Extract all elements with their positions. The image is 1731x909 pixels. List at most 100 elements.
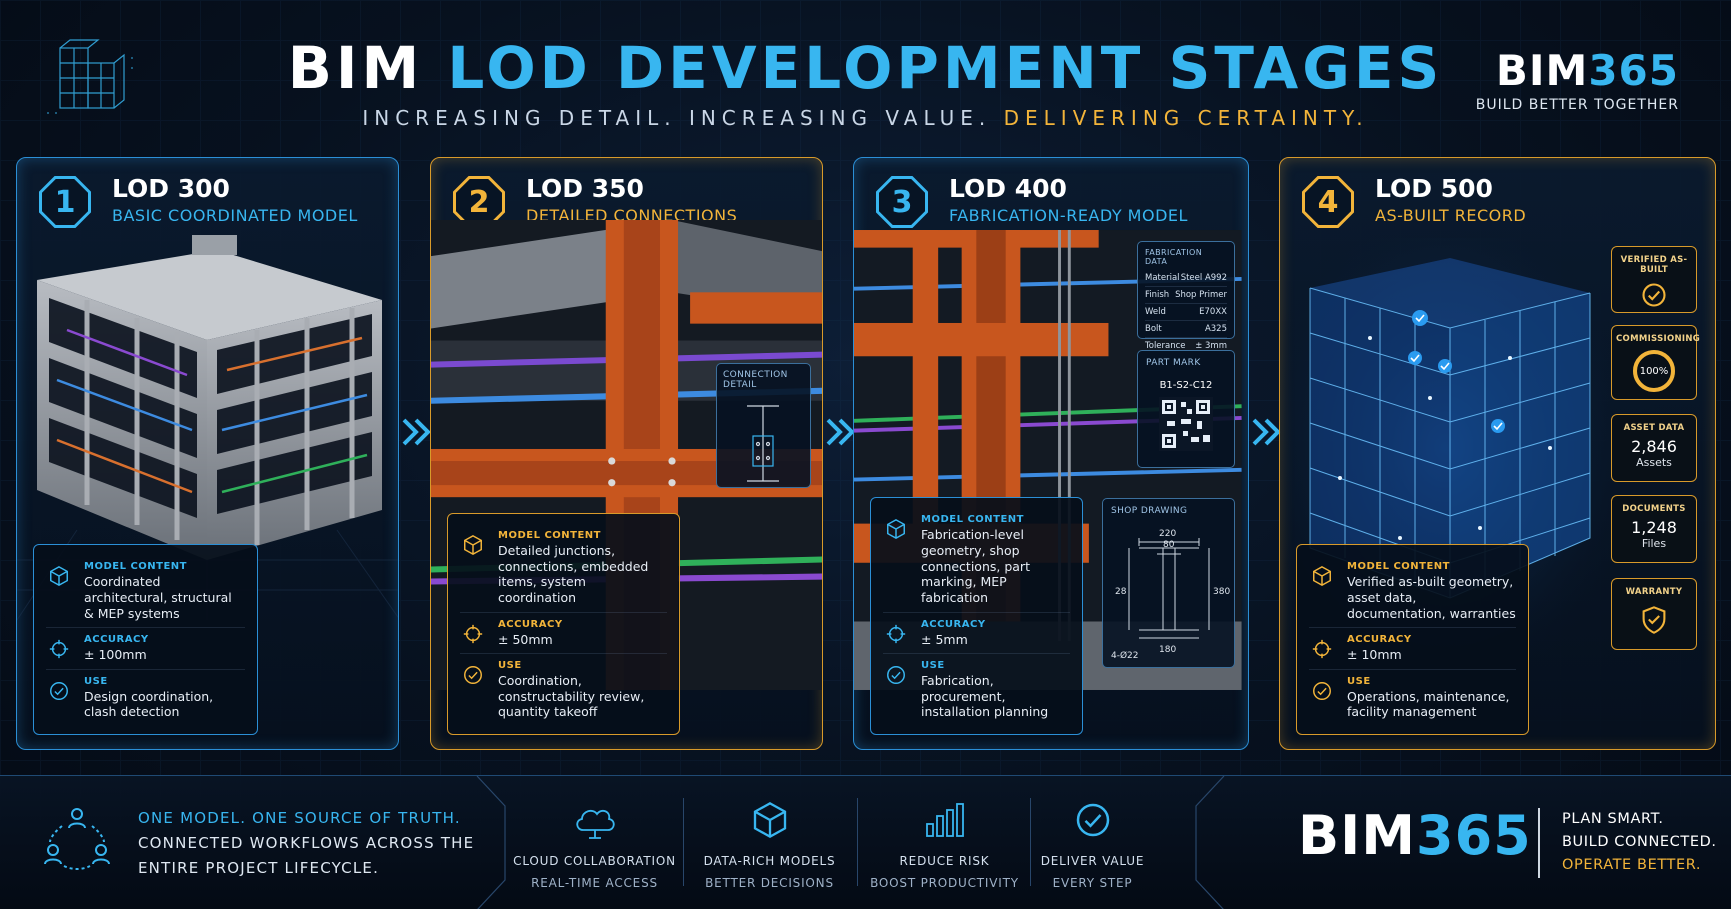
use-label: USE (1347, 675, 1371, 687)
part-mark-panel: PART MARK B1-S2-C12 (1137, 350, 1235, 468)
bottom-line1: ONE MODEL. ONE SOURCE OF TRUTH. (138, 809, 461, 827)
stage-number-badge: 2 (453, 176, 505, 228)
page-subtitle: INCREASING DETAIL. INCREASING VALUE. DEL… (0, 106, 1731, 130)
title-rest: LOD DEVELOPMENT STAGES (447, 34, 1444, 102)
i-beam-drawing-icon (1128, 538, 1210, 639)
bracket-divider (1195, 776, 1225, 909)
dim-top: 220 (1159, 529, 1177, 539)
connection-detail-panel: CONNECTION DETAIL (716, 363, 811, 488)
content-label: MODEL CONTENT (498, 530, 601, 541)
feature-subtitle: EVERY STEP (1052, 876, 1133, 890)
feature-title: CLOUD COLLABORATION (513, 854, 676, 868)
check-circle-icon (1642, 283, 1666, 307)
use-label: USE (498, 660, 522, 672)
verified-pin-icon (1408, 310, 1505, 433)
slogan-line3: OPERATE BETTER. (1562, 857, 1702, 873)
use-value: Operations, maintenance, facility manage… (1347, 688, 1510, 720)
brand-a: BIM (1495, 46, 1589, 95)
cube-icon (50, 566, 68, 587)
feature-subtitle: BETTER DECISIONS (705, 876, 834, 890)
shield-check-icon (1642, 606, 1666, 634)
feature-title: DATA-RICH MODELS (703, 854, 836, 868)
asset-unit: Assets (1636, 456, 1672, 469)
use-value: Design coordination, clash detection (84, 688, 214, 720)
slogan-line1: PLAN SMART. (1562, 811, 1664, 827)
accuracy-value: ± 10mm (1347, 647, 1402, 663)
check-circle-icon (887, 666, 905, 685)
cloud-icon (575, 809, 615, 839)
brand-logo-top: BIM365 BUILD BETTER TOGETHER (1476, 46, 1679, 113)
chevron-right-icon (402, 418, 431, 446)
i-beam-detail-icon (747, 405, 779, 482)
brand-b: 365 (1588, 46, 1679, 95)
commissioning-value: 100% (1639, 365, 1669, 377)
stage-lod: LOD 300 (112, 174, 230, 203)
dim-note: 4-Ø22 (1111, 651, 1139, 661)
connection-detail-label: CONNECTION DETAIL (723, 370, 788, 390)
stage-card-lod350[interactable]: 2 LOD 350 DETAILED CONNECTIONS CONNECTIO… (430, 157, 823, 750)
fab-title: FABRICATION DATA (1145, 248, 1203, 266)
content-value: Verified as-built geometry, asset data, … (1347, 574, 1516, 621)
subtitle-gold: DELIVERING CERTAINTY. (1003, 106, 1369, 130)
stage-name: AS-BUILT RECORD (1375, 206, 1527, 225)
content-value: Coordinated architectural, structural & … (84, 574, 232, 621)
asset-label: ASSET DATA (1623, 423, 1685, 433)
content-label: MODEL CONTENT (1347, 561, 1450, 573)
stage-card-lod500[interactable]: 4 LOD 500 AS-BUILT RECORD VERIFIED AS-BU… (1279, 157, 1716, 750)
subtitle-main: INCREASING DETAIL. INCREASING VALUE. (362, 106, 992, 130)
dim-right: 380 (1213, 587, 1231, 597)
brand-tagline: BUILD BETTER TOGETHER (1475, 97, 1679, 113)
brand-logo-bottom: BIM365 (1298, 804, 1532, 867)
dim-bottom: 180 (1159, 645, 1177, 655)
accuracy-value: ± 50mm (498, 631, 553, 647)
commissioning-box: COMMISSIONING 100% (1611, 325, 1701, 400)
brand-b: 365 (1416, 804, 1532, 867)
accuracy-label: ACCURACY (921, 618, 986, 630)
use-label: USE (84, 675, 108, 687)
feature-subtitle: REAL-TIME ACCESS (531, 876, 658, 890)
stage-number-badge: 3 (876, 176, 928, 228)
documents-unit: Files (1641, 537, 1667, 550)
divider (1538, 808, 1540, 878)
content-label: MODEL CONTENT (84, 561, 187, 573)
feature-deliver-value: DELIVER VALUE EVERY STEP (1010, 800, 1175, 890)
use-value: Fabrication, procurement, installation p… (921, 673, 1049, 720)
accuracy-label: ACCURACY (498, 618, 563, 630)
feature-cloud-collaboration: CLOUD COLLABORATION REAL-TIME ACCESS (512, 800, 677, 890)
cube-icon (1313, 566, 1331, 587)
bar-chart-icon (925, 803, 964, 837)
bottom-line3: ENTIRE PROJECT LIFECYCLE. (138, 859, 380, 877)
documents-box: DOCUMENTS 1,248 Files (1611, 495, 1697, 563)
stage-card-lod300[interactable]: 1 LOD 300 BASIC COORDINATED MODEL (16, 157, 399, 750)
stage-name: BASIC COORDINATED MODEL (112, 206, 358, 225)
slogan: PLAN SMART. BUILD CONNECTED. OPERATE BET… (1562, 808, 1717, 877)
stage-card-lod400[interactable]: 3 LOD 400 FABRICATION-READY MODEL FABRIC… (853, 157, 1249, 750)
crosshair-icon (886, 624, 906, 643)
content-value: Fabrication-level geometry, shop connect… (921, 527, 1030, 605)
dim-left: 28 (1115, 587, 1127, 597)
crosshair-icon (1312, 639, 1332, 659)
warranty-label: WARRANTY (1625, 587, 1683, 597)
content-value: Detailed junctions, connections, embedde… (498, 543, 649, 605)
check-circle-icon (1313, 681, 1331, 700)
stage-info-panel: MODEL CONTENT Detailed junctions, connect… (447, 513, 680, 735)
divider (683, 798, 684, 886)
cube-icon (753, 801, 786, 839)
crosshair-icon (463, 624, 483, 643)
title-bim: BIM (287, 34, 424, 102)
qr-code-icon (1159, 397, 1213, 451)
asset-value: 2,846 (1631, 437, 1677, 456)
stage-lod: LOD 400 (949, 174, 1067, 203)
stage-number-badge: 1 (39, 176, 91, 228)
part-mark-value: B1-S2-C12 (1159, 380, 1213, 391)
chevron-right-icon (826, 418, 855, 446)
page-title: BIM LOD DEVELOPMENT STAGES (0, 34, 1731, 102)
divider (1030, 798, 1031, 886)
content-label: MODEL CONTENT (921, 514, 1024, 526)
check-circle-icon (464, 666, 482, 685)
commissioning-label: COMMISSIONING (1616, 334, 1701, 344)
